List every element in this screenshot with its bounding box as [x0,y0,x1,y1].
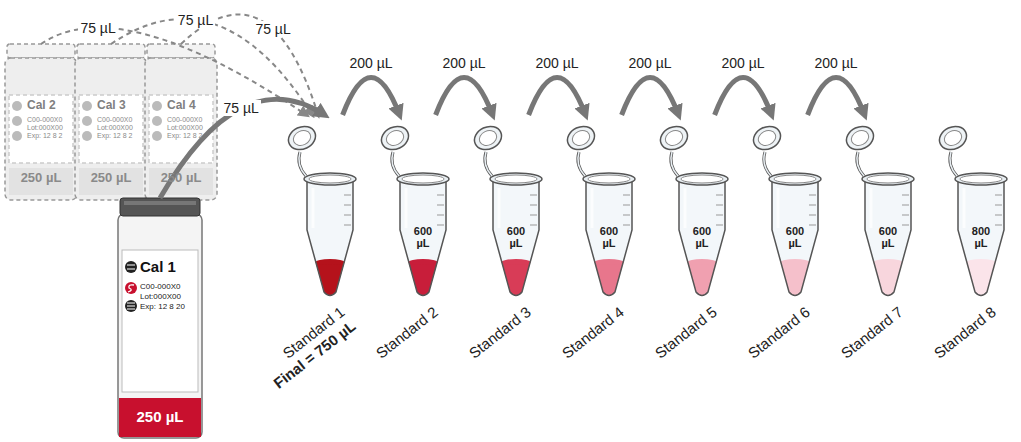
transfer-arrow [529,78,586,116]
volume-transfer-label: 75 µL [176,12,215,28]
volume-label: 600 µL [593,225,625,249]
vial-name: Cal 1 [140,258,176,275]
catalog-code: C00-000X0 [27,116,62,124]
standard-name: Standard 4 [558,303,627,362]
volume-transfer-label: 200 µL [720,55,767,71]
volume-label: 600 µL [500,225,532,249]
standard-name: Standard 2 [372,303,441,362]
standard-label: Standard 4 [558,303,627,362]
standard-label: Standard 7 [837,303,906,362]
volume-transfer-label: 200 µL [813,55,860,71]
volume-transfer-label: 75 µL [253,21,292,37]
calibrator-vial: Cal 2 C00-000X0Lot:000X00Exp: 12 8 2 250 µ… [5,44,77,200]
standard-tube: 800 µLStandard 8 [936,115,1008,295]
volume-transfer-label: 75 µL [221,100,260,116]
standard-label: Standard 3 [465,303,534,362]
expiry-date: Exp: 12 8 20 [140,302,185,311]
transfer-arrow [343,78,400,116]
standard-tube: 600 µLStandard 3 [471,115,543,295]
catalog-code: C00-000X0 [167,116,202,124]
standard-tube: 600 µLStandard 6 [750,115,822,295]
transfer-arrow [808,78,865,116]
standard-label: Standard 2 [372,303,441,362]
expiry-date: Exp: 12 8 2 [167,132,202,140]
standard-label: Standard 6 [744,303,813,362]
volume-transfer-label: 200 µL [348,55,395,71]
volume-label: 600 µL [686,225,718,249]
vial-volume: 250 µL [118,408,202,425]
calibrator-vial: Cal 4 C00-000X0Lot:000X00Exp: 12 8 2 250 µ… [145,44,217,200]
standard-tube: 600 µLStandard 2 [378,115,450,295]
standard-tube: 600 µLStandard 4 [564,115,636,295]
standard-name: Standard 7 [837,303,906,362]
catalog-code: C00-000X0 [140,282,180,291]
standard-name: Standard 6 [744,303,813,362]
volume-label: 600 µL [407,225,439,249]
standard-tube: 600 µLStandard 5 [657,115,729,295]
transfer-arrow [622,78,679,116]
standard-name: Standard 8 [930,303,999,362]
expiry-date: Exp: 12 8 2 [27,132,62,140]
volume-label: 600 µL [872,225,904,249]
volume-label: 800 µL [965,225,997,249]
lot-number: Lot:000X00 [97,124,133,132]
standard-name: Standard 5 [651,303,720,362]
lot-number: Lot:000X00 [140,292,181,301]
vial-name: Cal 3 [97,99,126,113]
vial-volume: 250 µL [5,171,77,186]
vial-volume: 250 µL [75,171,147,186]
calibrator-vial: Cal 3 C00-000X0Lot:000X00Exp: 12 8 2 250 µ… [75,44,147,200]
volume-label: 600 µL [779,225,811,249]
volume-transfer-label: 200 µL [441,55,488,71]
standard-label: Standard 1Final = 750 µL [259,303,359,392]
lot-number: Lot:000X00 [27,124,63,132]
volume-transfer-label: 200 µL [534,55,581,71]
vial-volume: 250 µL [145,171,217,186]
standard-tube: Standard 1Final = 750 µL [285,115,357,295]
standard-name: Standard 3 [465,303,534,362]
standard-tube: 600 µLStandard 7 [843,115,915,295]
volume-transfer-label: 200 µL [627,55,674,71]
standard-label: Standard 8 [930,303,999,362]
vial-name: Cal 4 [167,99,196,113]
vial-name: Cal 2 [27,99,56,113]
transfer-arrow [715,78,772,116]
catalog-code: C00-000X0 [97,116,132,124]
volume-transfer-label: 75 µL [78,20,117,36]
standard-label: Standard 5 [651,303,720,362]
transfer-arrow [436,78,493,116]
lot-number: Lot:000X00 [167,124,203,132]
expiry-date: Exp: 12 8 2 [97,132,132,140]
calibrator-vial: Cal 1 C00-000X0Lot:000X00Exp: 12 8 20 250 … [118,198,202,438]
